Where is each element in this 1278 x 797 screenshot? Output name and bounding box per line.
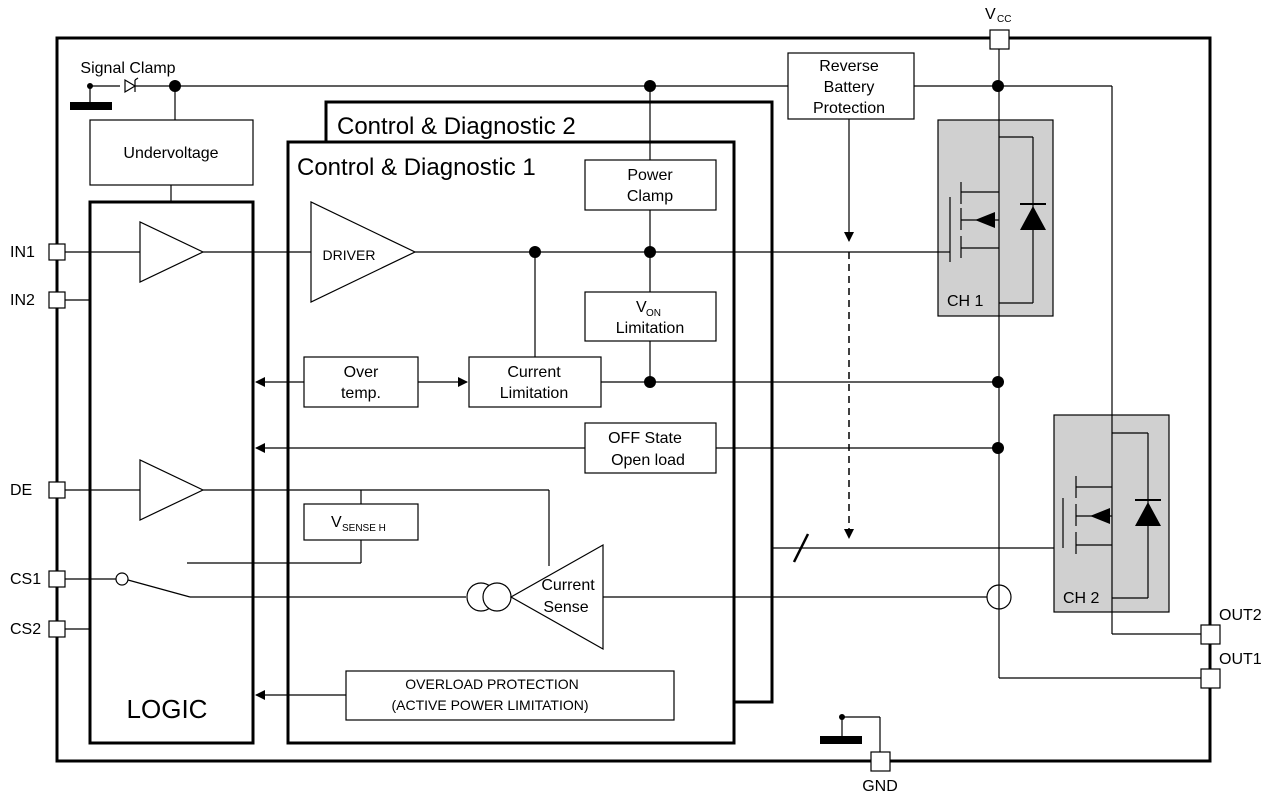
vsense-label-sub: SENSE H bbox=[342, 523, 386, 534]
cs-switch-contact-icon bbox=[115, 572, 129, 586]
driver-amplifier bbox=[310, 201, 417, 303]
pin-in1-label: IN1 bbox=[10, 244, 35, 261]
vsense-label-main: V bbox=[331, 514, 342, 531]
pin-de bbox=[48, 481, 66, 499]
pin-out1 bbox=[1200, 668, 1221, 689]
von-label-main: V bbox=[636, 299, 647, 316]
reverse-battery-label-3: Protection bbox=[813, 100, 885, 117]
pin-cs2 bbox=[48, 620, 66, 638]
pin-in2 bbox=[48, 291, 66, 309]
ch1-label: CH 1 bbox=[947, 293, 984, 310]
off-state-label-1: OFF State bbox=[608, 430, 682, 447]
von-label-sub: ON bbox=[646, 308, 661, 319]
pin-cs1 bbox=[48, 570, 66, 588]
pin-gnd bbox=[870, 751, 891, 772]
de-buffer-icon bbox=[139, 459, 205, 521]
signal-clamp-ground-bar bbox=[70, 102, 112, 110]
power-clamp-label-1: Power bbox=[627, 167, 673, 184]
control-diagnostic-1-label: Control & Diagnostic 1 bbox=[297, 154, 536, 181]
gnd-bar bbox=[820, 736, 862, 744]
logic-block bbox=[88, 200, 255, 745]
driver-label: DRIVER bbox=[323, 247, 376, 263]
undervoltage-label: Undervoltage bbox=[123, 145, 218, 162]
pin-out2 bbox=[1200, 624, 1221, 645]
power-clamp-label-2: Clamp bbox=[627, 188, 673, 205]
undervoltage-block bbox=[89, 119, 254, 186]
von-label-line2: Limitation bbox=[616, 320, 684, 337]
current-limitation-label-1: Current bbox=[507, 364, 561, 381]
pin-de-label: DE bbox=[10, 482, 32, 499]
reverse-battery-protection-block bbox=[787, 52, 915, 120]
von-limitation-block bbox=[584, 291, 717, 342]
pin-gnd-label: GND bbox=[862, 778, 898, 795]
reverse-battery-label-1: Reverse bbox=[819, 58, 879, 75]
over-temp-label-1: Over bbox=[344, 364, 379, 381]
vsense-h-block bbox=[303, 503, 419, 541]
pin-vcc bbox=[989, 29, 1010, 50]
ch2-mosfet-icon bbox=[1062, 415, 1161, 634]
pin-vcc-label-main: V bbox=[985, 6, 996, 23]
pin-out1-label: OUT1 bbox=[1219, 651, 1262, 668]
pin-cs2-label: CS2 bbox=[10, 621, 41, 638]
control-diagnostic-2-label: Control & Diagnostic 2 bbox=[337, 113, 576, 140]
in1-buffer-icon bbox=[139, 221, 205, 283]
chip-outline bbox=[55, 36, 1212, 763]
signal-clamp-label: Signal Clamp bbox=[80, 60, 175, 77]
pin-in2-label: IN2 bbox=[10, 292, 35, 309]
current-limitation-block bbox=[468, 356, 602, 408]
pin-in1 bbox=[48, 243, 66, 261]
pin-vcc-label-sub: CC bbox=[997, 14, 1011, 25]
logic-label: LOGIC bbox=[127, 694, 208, 724]
overload-protection-block bbox=[345, 670, 675, 721]
current-mirror-icon bbox=[466, 582, 512, 612]
current-limitation-label-2: Limitation bbox=[500, 385, 568, 402]
off-state-label-2: Open load bbox=[611, 452, 685, 469]
current-sense-label-1: Current bbox=[541, 577, 595, 594]
power-clamp-block bbox=[584, 159, 717, 211]
current-sense-label-2: Sense bbox=[543, 599, 588, 616]
overload-label-1: OVERLOAD PROTECTION bbox=[405, 676, 578, 692]
ch1-mosfet-icon bbox=[938, 86, 1046, 678]
pin-out2-label: OUT2 bbox=[1219, 607, 1262, 624]
zener-diode-icon bbox=[124, 77, 139, 94]
reverse-battery-label-2: Battery bbox=[824, 79, 875, 96]
pin-cs1-label: CS1 bbox=[10, 571, 41, 588]
overload-label-2: (ACTIVE POWER LIMITATION) bbox=[391, 697, 588, 713]
ch2-label: CH 2 bbox=[1063, 590, 1100, 607]
over-temp-label-2: temp. bbox=[341, 385, 381, 402]
off-state-open-load-block bbox=[584, 422, 717, 474]
